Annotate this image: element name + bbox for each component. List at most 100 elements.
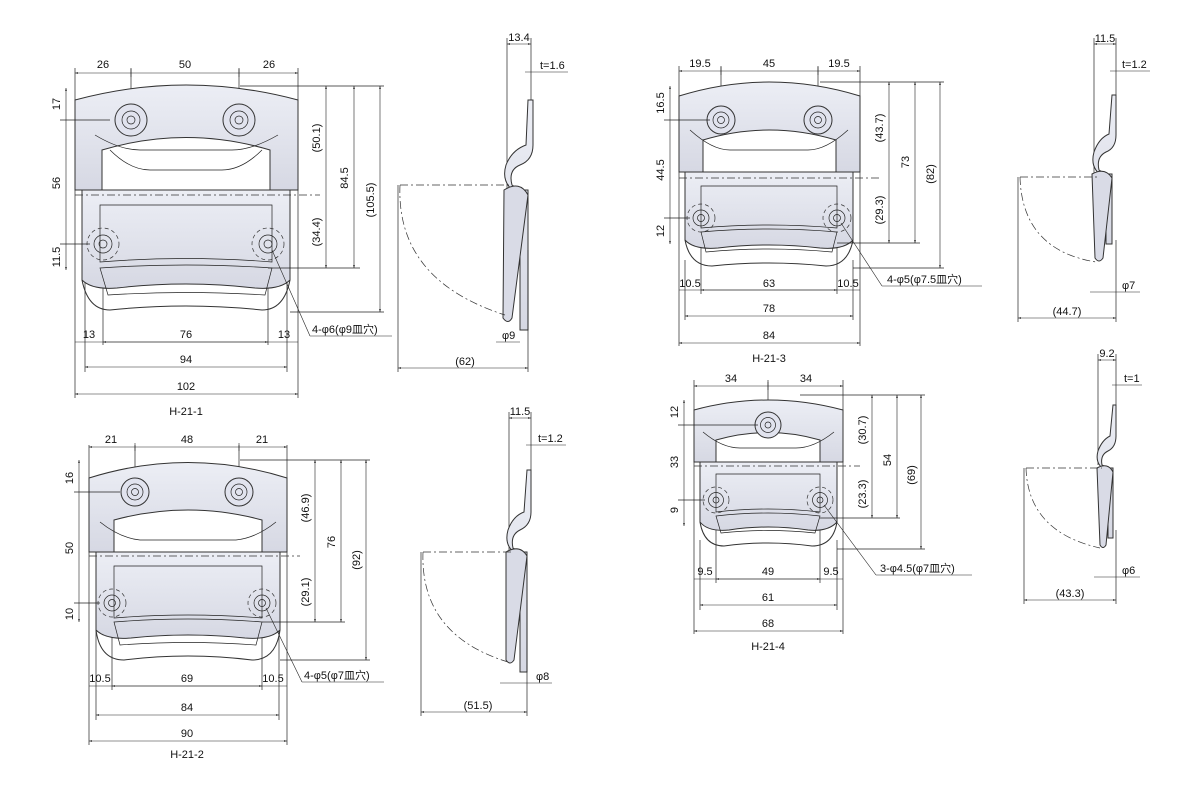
h21-3-dim-left-mid: 44.5 xyxy=(655,159,667,180)
h21-3-dim-right-4: (82) xyxy=(925,164,937,184)
h21-3-dim-top-right: 19.5 xyxy=(828,58,849,70)
h21-1-dim-bottom-left: 13 xyxy=(83,329,95,341)
h21-4-hole-spec: 3-φ4.5(φ7皿穴) xyxy=(880,561,955,575)
h21-2-dim-right-2: (29.1) xyxy=(300,578,312,607)
h21-4-dim-width-inner: 61 xyxy=(762,592,774,604)
h21-2-side-dim-top: 11.5 xyxy=(510,406,531,418)
h21-2-dim-width-total: 90 xyxy=(181,728,193,740)
h21-1-dim-top-left: 26 xyxy=(97,59,109,71)
h21-3-dim-bottom-right: 10.5 xyxy=(837,278,858,290)
h21-3-dim-width-total: 84 xyxy=(763,330,775,342)
h21-3-dim-right-3: 73 xyxy=(900,156,912,168)
h21-4-dim-bottom-left: 9.5 xyxy=(697,566,712,578)
h21-1-dim-top-mid: 50 xyxy=(179,59,191,71)
h21-4-dim-right-2: (23.3) xyxy=(857,480,869,509)
h21-4-side-profile xyxy=(1096,404,1117,539)
h21-4-dim-right-4: (69) xyxy=(906,465,918,485)
h21-3-dim-bottom-mid: 63 xyxy=(763,278,775,290)
h21-1-front-view: 26 50 26 17 56 11.5 (50.1) (34.4) 84.5 (… xyxy=(51,59,392,418)
h21-2-dim-bottom-right: 10.5 xyxy=(262,673,283,685)
h21-4-dim-left-bottom: 9 xyxy=(669,507,681,513)
h21-1-caption: H-21-1 xyxy=(169,406,203,418)
h21-3-base-plate xyxy=(678,81,861,173)
h21-3-dim-bottom-left: 10.5 xyxy=(679,278,700,290)
h21-2-dim-bottom-mid: 69 xyxy=(181,673,193,685)
h21-3-dim-right-1: (43.7) xyxy=(874,114,886,143)
h21-2-dim-left-mid: 50 xyxy=(64,542,76,554)
h21-2-hole-spec: 4-φ5(φ7皿穴) xyxy=(304,668,370,682)
h21-2-dim-right-1: (46.9) xyxy=(300,494,312,523)
h21-4-dim-bottom-mid: 49 xyxy=(762,566,774,578)
h21-1-handle xyxy=(81,189,291,289)
h21-1-dim-width-inner: 94 xyxy=(180,354,192,366)
h21-3-dim-left-bottom: 12 xyxy=(655,225,667,237)
h21-1-dim-width-total: 102 xyxy=(177,381,195,393)
h21-3-side-diameter: φ7 xyxy=(1122,280,1135,292)
h21-4-dim-right-1: (30.7) xyxy=(857,416,869,445)
h21-1-side-depth: (62) xyxy=(455,356,475,368)
h21-4-dim-width-total: 68 xyxy=(762,618,774,630)
h21-3-dim-left-top: 16.5 xyxy=(655,92,667,113)
h21-3-caption: H-21-3 xyxy=(752,353,786,365)
h21-1-dim-right-1: (50.1) xyxy=(311,124,323,153)
h21-3-side-thickness: t=1.2 xyxy=(1122,59,1147,71)
h21-1-dim-right-4: (105.5) xyxy=(365,183,377,218)
h21-2-base-plate xyxy=(88,462,288,553)
h21-2-dim-top-right: 21 xyxy=(256,434,268,446)
h21-2-side-profile xyxy=(506,469,532,673)
h21-4-dim-left-mid: 33 xyxy=(669,456,681,468)
h21-4-side-view: 9.2 t=1 (43.3) φ6 xyxy=(1023,348,1142,604)
h21-1-dim-left-mid: 56 xyxy=(51,177,63,189)
h21-1-side-thickness: t=1.6 xyxy=(540,60,565,72)
h21-1-dim-bottom-right: 13 xyxy=(278,329,290,341)
h21-4-side-dim-top: 9.2 xyxy=(1099,348,1114,360)
h21-2-dim-right-3: 76 xyxy=(326,536,338,548)
h21-3-side-profile xyxy=(1092,94,1117,245)
h21-2-dim-bottom-left: 10.5 xyxy=(89,673,110,685)
h21-3-dim-width-inner: 78 xyxy=(763,303,775,315)
h21-4-side-diameter: φ6 xyxy=(1122,565,1135,577)
h21-2-caption: H-21-2 xyxy=(170,749,204,761)
h21-2-dim-right-4: (92) xyxy=(351,550,363,570)
h21-4-side-depth: (43.3) xyxy=(1056,588,1085,600)
h21-1-base-plate xyxy=(74,84,299,191)
h21-1-side-view: 13.4 t=1.6 (62) φ9 xyxy=(397,32,568,372)
h21-4-caption: H-21-4 xyxy=(751,641,785,653)
h21-3-front-view: 19.5 45 19.5 16.5 44.5 12 (43.7) (29.3) … xyxy=(655,58,982,365)
h21-4-dim-top-right: 34 xyxy=(800,373,812,385)
h21-1-dim-bottom-mid: 76 xyxy=(180,329,192,341)
h21-2-dim-width-inner: 84 xyxy=(181,702,193,714)
h21-1-side-diameter: φ9 xyxy=(502,330,515,342)
h21-1-dim-left-bottom: 11.5 xyxy=(51,247,63,268)
h21-3-hole-spec: 4-φ5(φ7.5皿穴) xyxy=(887,272,962,286)
h21-2-side-view: 11.5 t=1.2 (51.5) φ8 xyxy=(420,406,566,716)
h21-1-hole-spec: 4-φ6(φ9皿穴) xyxy=(312,322,378,336)
h21-3-side-view: 11.5 t=1.2 (44.7) φ7 xyxy=(1017,33,1150,322)
h21-1-side-profile xyxy=(504,99,534,331)
h21-4-front-view: 34 34 12 33 9 (30.7) (23.3) 54 (69) 9.5 … xyxy=(669,373,972,653)
h21-2-dim-top-mid: 48 xyxy=(181,434,193,446)
h21-2-dim-left-bottom: 10 xyxy=(64,608,76,620)
h21-1-side-dim-top: 13.4 xyxy=(508,32,529,44)
h21-1-dim-left-top: 17 xyxy=(51,98,63,110)
h21-4-dim-left-top: 12 xyxy=(669,406,681,418)
h21-2-side-diameter: φ8 xyxy=(536,671,549,683)
h21-3-dim-right-2: (29.3) xyxy=(874,196,886,225)
h21-4-dim-top-left: 34 xyxy=(725,373,737,385)
h21-3-dim-top-mid: 45 xyxy=(763,58,775,70)
h21-2-side-thickness: t=1.2 xyxy=(538,433,563,445)
h21-2-dim-left-top: 16 xyxy=(64,472,76,484)
h21-2-front-view: 21 48 21 16 50 10 (46.9) (29.1) 76 (92) … xyxy=(64,434,384,761)
h21-2-side-depth: (51.5) xyxy=(464,700,493,712)
h21-2-dim-top-left: 21 xyxy=(105,434,117,446)
h21-4-dim-right-3: 54 xyxy=(882,454,894,466)
h21-1-dim-right-3: 84.5 xyxy=(339,167,351,188)
h21-1-dim-right-2: (34.4) xyxy=(311,218,323,247)
h21-3-dim-top-left: 19.5 xyxy=(689,58,710,70)
h21-3-side-dim-top: 11.5 xyxy=(1095,33,1116,45)
h21-4-dim-bottom-right: 9.5 xyxy=(823,566,838,578)
h21-3-side-depth: (44.7) xyxy=(1053,306,1082,318)
h21-1-dim-top-right: 26 xyxy=(263,59,275,71)
h21-4-side-thickness: t=1 xyxy=(1124,373,1140,385)
